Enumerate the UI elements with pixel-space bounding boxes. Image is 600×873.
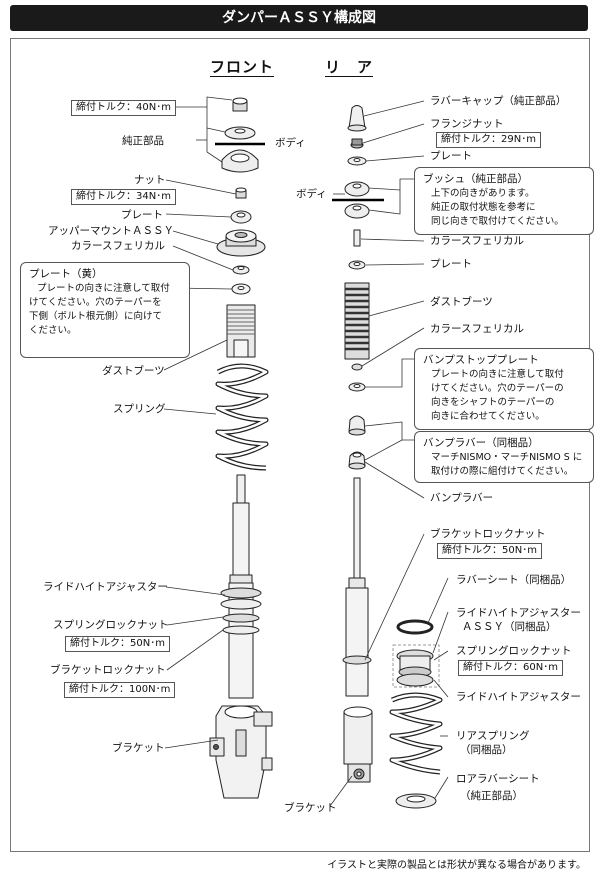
plate-note-line: プレートの向きに注意して取付 — [37, 283, 170, 294]
plate-yellow-note: プレート（黄） プレートの向きに注意して取付 けてください。穴のテーパーを 下側… — [20, 262, 190, 358]
rear-collar-1-label: カラースフェリカル — [430, 235, 524, 247]
bump-plate-note-line: 向きをシャフトのテーパーの — [431, 397, 555, 408]
bump-rubber-note-line: マーチNISMO・マーチNISMO S に — [431, 452, 583, 463]
front-bracket-lock-label: ブラケットロックナット — [50, 664, 166, 676]
bush-note-line: 純正の取付状態を参考に — [431, 202, 536, 213]
front-dust-boot-label: ダストブーツ — [102, 365, 165, 377]
front-genuine-label: 純正部品 — [122, 135, 164, 147]
bump-rubber-note-title: バンプラバー（同梱品） — [423, 437, 539, 449]
front-torque-bracket-lock: 締付トルク：100N･m — [64, 682, 176, 698]
rear-ride-adjuster-label: ライドハイトアジャスター — [456, 691, 581, 703]
leader-lines — [163, 96, 449, 807]
rear-bump-rubber-label: バンプラバー — [430, 492, 494, 504]
rear-column-title: リ ア — [325, 58, 374, 76]
rear-rubber-seat-label: ラバーシート（同梱品） — [456, 574, 572, 586]
plate-note-line: 下側（ボルト根元側）に向けて — [29, 311, 163, 322]
footer-disclaimer: イラストと実際の製品とは形状が異なる場合があります。 — [327, 860, 586, 871]
plate-note-line: けてください。穴のテーパーを — [29, 297, 162, 308]
rear-bush-lower — [344, 203, 370, 219]
front-torque-spring-lock: 締付トルク：50N･m — [65, 636, 170, 652]
front-plate — [230, 210, 252, 224]
rear-lower-seat — [395, 793, 437, 809]
front-nut-label: ナット — [134, 174, 166, 186]
rear-bracket-lock-label: ブラケットロックナット — [430, 528, 546, 540]
rear-collar-1 — [353, 229, 361, 247]
front-column-title: フロント — [210, 58, 275, 76]
bump-plate-note-line: けてください。穴のテーパーの — [431, 383, 564, 394]
front-genuine-mount — [221, 149, 259, 173]
rear-spring-label-2: （同梱品） — [460, 744, 513, 756]
bump-plate-note-line: 向きに合わせてください。 — [431, 411, 545, 422]
front-spring-lock-label: スプリングロックナット — [53, 619, 169, 631]
front-spring-label: スプリング — [113, 403, 166, 415]
front-damper — [220, 474, 262, 699]
bump-plate-note-line: プレートの向きに注意して取付 — [431, 369, 564, 380]
rear-bump-rubber-1 — [348, 415, 366, 436]
plate-note-line: ください。 — [29, 325, 77, 336]
rear-lower-seat-label: ロアラバーシート — [456, 773, 540, 785]
front-body-label: ボディ — [275, 137, 306, 149]
front-collar — [232, 265, 250, 275]
rear-dust-boot — [344, 282, 370, 360]
front-torque-top: 締付トルク：40N･m — [71, 100, 176, 116]
rear-torque-spring-lock: 締付トルク：60N･m — [458, 660, 563, 676]
bush-note-title: ブッシュ（純正部品） — [423, 173, 528, 185]
bump-rubber-note: バンプラバー（同梱品） マーチNISMO・マーチNISMO S に 取付けの際に… — [414, 431, 594, 483]
bump-rubber-note-line: 取付けの際に組付けてください。 — [431, 466, 574, 477]
rear-rubber-cap-label: ラバーキャップ（純正部品） — [430, 95, 567, 107]
rear-ride-adjuster-assy-label-2: ＡＳＳＹ（同梱品） — [462, 621, 557, 633]
rear-plate-2 — [348, 260, 366, 270]
rear-flange-nut-label: フランジナット — [430, 118, 504, 130]
rear-bracket-label: ブラケット — [284, 802, 337, 814]
rear-bush-upper — [344, 181, 370, 197]
rear-ride-adjuster-assy — [392, 644, 440, 688]
rear-ride-adjuster-assy-label: ライドハイトアジャスター — [456, 607, 581, 619]
rear-plate-2-label: プレート — [430, 258, 472, 270]
rear-bump-rubber-2 — [348, 451, 366, 470]
rear-plate-1 — [347, 156, 367, 166]
rear-bump-plate — [348, 382, 366, 392]
rear-bracket — [343, 706, 373, 783]
rear-flange-nut — [350, 138, 364, 149]
front-plate-yellow — [231, 283, 251, 295]
bump-plate-note-title: バンプストッププレート — [423, 354, 539, 366]
front-bracket-label: ブラケット — [112, 742, 165, 754]
rear-spring-lock-label: スプリングロックナット — [456, 645, 572, 657]
bush-note: ブッシュ（純正部品） 上下の向きがあります。 純正の取付状態を参考に 同じ向きで… — [414, 167, 594, 235]
rear-torque-flange: 締付トルク：29N･m — [436, 132, 541, 148]
rear-spring-label: リアスプリング — [456, 730, 530, 742]
front-nut — [235, 187, 247, 199]
rear-lower-seat-label-2: （純正部品） — [460, 790, 523, 802]
front-top-nut — [232, 97, 248, 112]
rear-torque-bracket-lock: 締付トルク：50N･m — [437, 543, 542, 559]
page-title: ダンパーＡＳＳＹ構成図 — [10, 5, 588, 31]
rear-plate-1-label: プレート — [430, 150, 472, 162]
bump-plate-note: バンプストッププレート プレートの向きに注意して取付 けてください。穴のテーパー… — [414, 348, 594, 430]
front-ride-adjuster-label: ライドハイトアジャスター — [43, 581, 168, 593]
bush-note-line: 同じ向きで取付けてください。 — [431, 216, 564, 227]
front-dust-boot — [226, 304, 256, 358]
rear-dust-boot-label: ダストブーツ — [430, 296, 493, 308]
plate-note-title: プレート（黄） — [29, 268, 103, 280]
front-torque-nut: 締付トルク：34N･m — [71, 189, 176, 205]
front-upper-mount — [216, 229, 266, 257]
front-bracket — [209, 705, 273, 799]
rear-rubber-seat — [396, 619, 434, 635]
bush-note-line: 上下の向きがあります。 — [431, 188, 535, 199]
rear-collar-2 — [351, 363, 363, 371]
rear-damper — [342, 477, 372, 697]
front-collar-label: カラースフェリカル — [71, 240, 165, 252]
front-upper-mount-label: アッパーマウントＡＳＳＹ — [48, 225, 174, 237]
rear-body-label: ボディ — [296, 188, 327, 200]
front-plate-label: プレート — [121, 209, 163, 221]
rear-rubber-cap — [347, 105, 367, 132]
rear-collar-2-label: カラースフェリカル — [430, 323, 524, 335]
front-genuine-washer — [224, 126, 256, 140]
